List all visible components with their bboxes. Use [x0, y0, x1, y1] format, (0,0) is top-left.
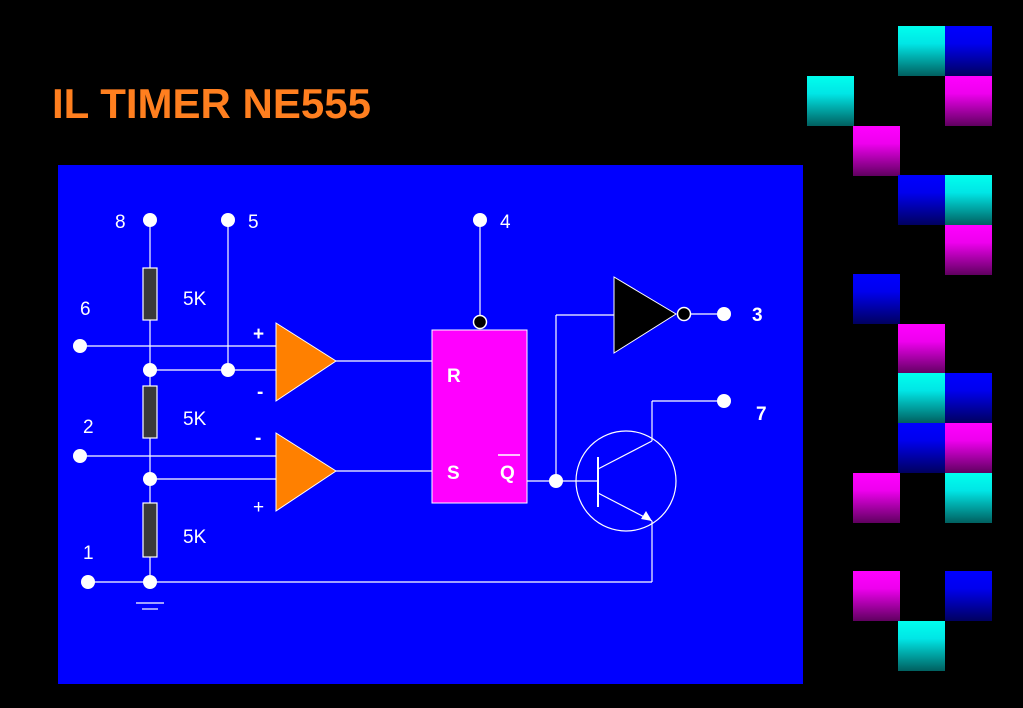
ne555-schematic: 8 5 4 6 2 1 3 7 5K 5K 5K + - - + R S Q: [73, 212, 767, 610]
transistor: [575, 430, 677, 532]
resistor-r2-label: 5K: [183, 409, 207, 430]
pin-8-label: 8: [115, 212, 126, 233]
decor-square: [853, 274, 900, 324]
resistor-r3-label: 5K: [183, 527, 207, 548]
page-title: IL TIMER NE555: [52, 80, 371, 127]
comparator-lower-minus: -: [255, 428, 261, 449]
comparator-upper-minus: -: [257, 382, 263, 403]
pin-4-label: 4: [500, 212, 511, 233]
flipflop-r-label: R: [447, 366, 461, 387]
terminals: [73, 213, 731, 589]
inverter-gate: [613, 276, 677, 354]
decor-square: [853, 571, 900, 621]
comparator-lower-plus: +: [253, 497, 264, 518]
decor-square: [898, 175, 945, 225]
flipflop-s-label: S: [447, 463, 460, 484]
decor-square: [853, 126, 900, 176]
decor-square: [807, 76, 854, 126]
decor-square: [945, 76, 992, 126]
inverter-bubble: [676, 306, 692, 322]
pin-1-label: 1: [83, 543, 94, 564]
decor-square: [898, 26, 945, 76]
comparator-upper-plus: +: [253, 324, 264, 345]
decor-square: [945, 423, 992, 473]
resistor-r3: [142, 502, 158, 558]
decor-square: [945, 473, 992, 523]
pin-3-label: 3: [752, 305, 763, 326]
reset-bubble: [472, 314, 488, 330]
pin-6-label: 6: [80, 299, 91, 320]
decor-square: [898, 373, 945, 423]
wires: [80, 220, 724, 610]
decor-square: [945, 373, 992, 423]
ne555-schematic-panel: 8 5 4 6 2 1 3 7 5K 5K 5K + - - + R S Q: [58, 165, 803, 684]
comparator-upper: [275, 322, 337, 402]
decor-square: [945, 571, 992, 621]
flipflop-q-label: Q: [500, 463, 515, 484]
decor-square: [945, 175, 992, 225]
pin-2-label: 2: [83, 417, 94, 438]
resistor-r1: [142, 267, 158, 321]
decor-square: [945, 26, 992, 76]
pin-7-label: 7: [756, 404, 767, 425]
pin-5-label: 5: [248, 212, 259, 233]
decor-square: [853, 473, 900, 523]
flipflop-block: [431, 329, 528, 504]
comparator-lower: [275, 432, 337, 512]
decor-square: [898, 423, 945, 473]
decor-square: [945, 225, 992, 275]
resistor-r1-label: 5K: [183, 289, 207, 310]
resistor-r2: [142, 385, 158, 439]
decor-square: [898, 621, 945, 671]
decor-square: [898, 324, 945, 374]
